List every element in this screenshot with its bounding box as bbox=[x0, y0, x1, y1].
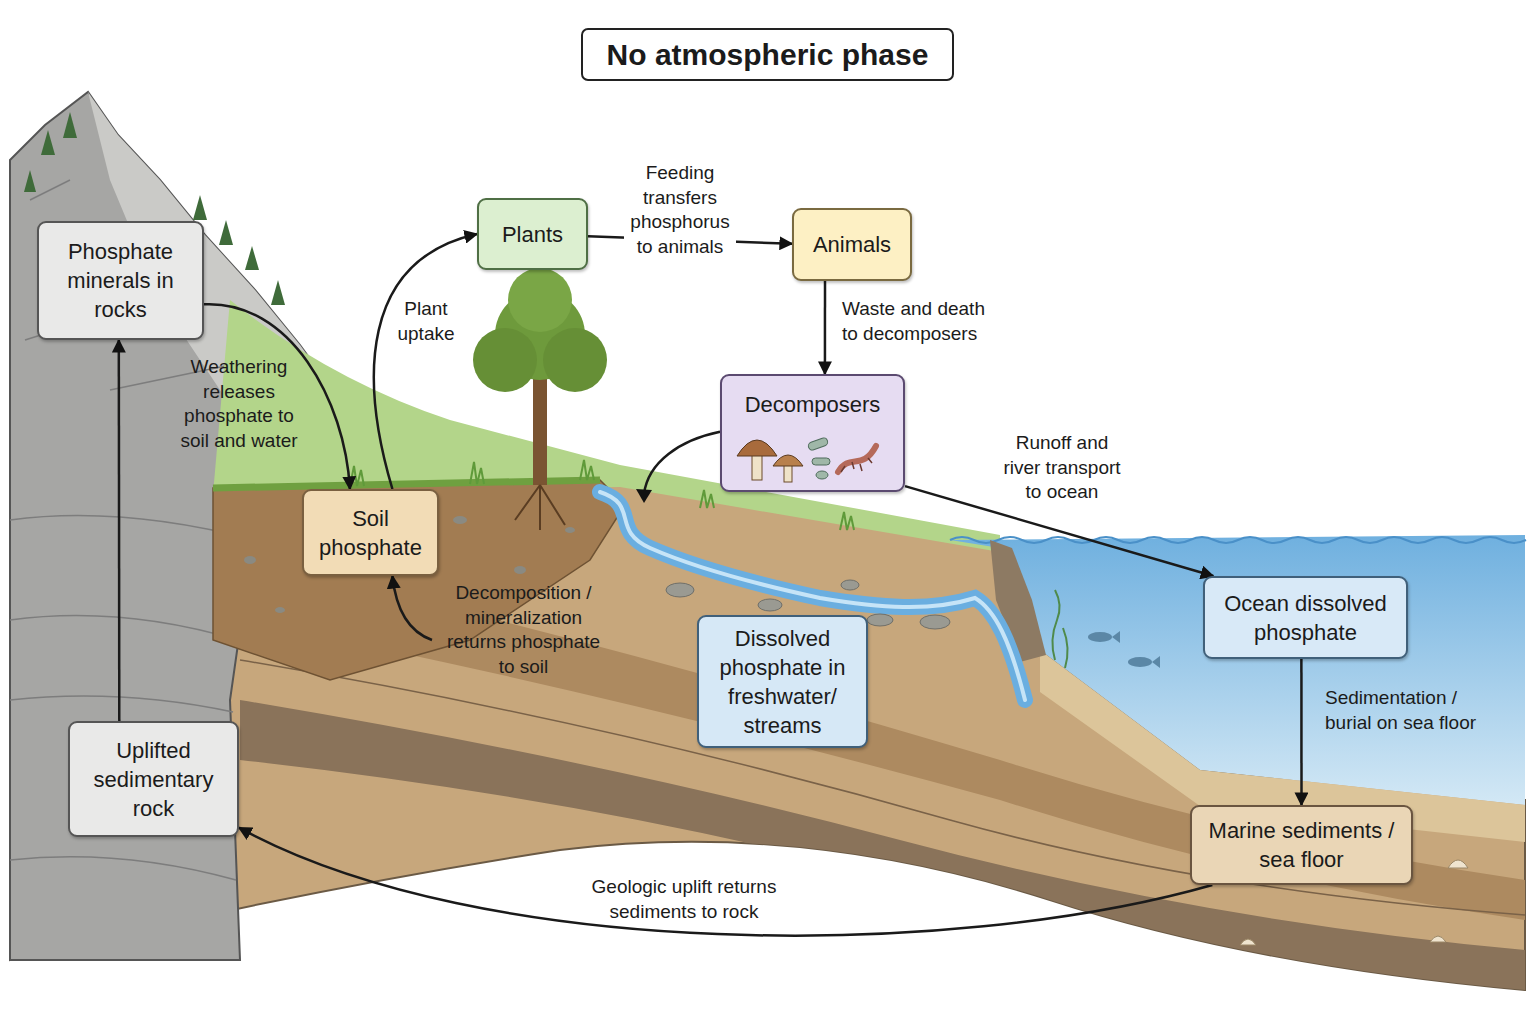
node-text: Uplifted sedimentary rock bbox=[80, 736, 227, 823]
fish-tail bbox=[1112, 631, 1120, 643]
flow-arrow bbox=[239, 828, 1212, 936]
grass-tuft bbox=[350, 466, 364, 486]
conifer bbox=[24, 170, 36, 192]
node-text: Decomposers bbox=[745, 390, 881, 419]
pebble bbox=[453, 516, 467, 524]
shell bbox=[1448, 860, 1468, 868]
node-text: Dissolved phosphate in freshwater/ strea… bbox=[709, 624, 856, 740]
conifer bbox=[245, 246, 259, 270]
ocean-box: Ocean dissolved phosphate bbox=[1203, 576, 1408, 659]
rock bbox=[666, 583, 694, 597]
rock bbox=[867, 614, 893, 626]
conifer bbox=[271, 280, 285, 305]
tree-canopy bbox=[543, 328, 607, 392]
rock-line bbox=[30, 180, 70, 200]
node-text: Phosphate minerals in rocks bbox=[49, 237, 192, 324]
fish-body bbox=[1128, 657, 1152, 667]
edge-label: Plant uptake bbox=[393, 297, 459, 346]
edge-label: Runoff and river transport to ocean bbox=[998, 431, 1126, 505]
fish-tail bbox=[1152, 656, 1160, 668]
fish bbox=[1088, 631, 1160, 668]
rock-line bbox=[10, 616, 238, 641]
node-text: Marine sediments / sea floor bbox=[1202, 816, 1401, 874]
animals-box: Animals bbox=[792, 208, 912, 281]
edge-label: Weathering releases phosphate to soil an… bbox=[172, 355, 306, 453]
shell bbox=[1240, 939, 1256, 945]
mushroom-cap bbox=[737, 440, 777, 456]
seaweed-strand bbox=[1063, 628, 1068, 668]
cliff bbox=[990, 540, 1046, 662]
arrow-head bbox=[636, 489, 652, 503]
rock bbox=[920, 615, 950, 629]
bacterium bbox=[807, 437, 829, 451]
rock-box: Phosphate minerals in rocks bbox=[37, 221, 204, 340]
seaweed-strand bbox=[1052, 590, 1059, 660]
node-text: Plants bbox=[502, 220, 563, 249]
edge-label: Feeding transfers phosphorus to animals bbox=[624, 161, 736, 259]
sediment-box: Marine sediments / sea floor bbox=[1190, 805, 1413, 885]
edge-label: Decomposition / mineralization returns p… bbox=[441, 581, 606, 679]
node-text: Ocean dissolved phosphate bbox=[1215, 589, 1396, 647]
pebble bbox=[275, 607, 285, 613]
soil-block bbox=[213, 480, 625, 680]
shell bbox=[1430, 936, 1446, 942]
tree-canopy bbox=[473, 328, 537, 392]
conifer bbox=[63, 112, 77, 138]
decomposers-box: Decomposers bbox=[720, 374, 905, 492]
freshwater-box: Dissolved phosphate in freshwater/ strea… bbox=[697, 615, 868, 748]
node-text: Soil phosphate bbox=[314, 504, 427, 562]
soil-box: Soil phosphate bbox=[302, 489, 439, 576]
flow-arrow bbox=[824, 281, 827, 374]
title-text: No atmospheric phase bbox=[607, 38, 929, 72]
grass-tuft bbox=[840, 512, 854, 530]
ocean-water bbox=[950, 535, 1525, 805]
fish-body bbox=[1088, 632, 1112, 642]
wave-line bbox=[950, 537, 1526, 543]
edge-label: Geologic uplift returns sediments to roc… bbox=[568, 875, 800, 924]
grass-tuft bbox=[580, 460, 594, 480]
rock bbox=[758, 599, 782, 611]
mushroom-stem bbox=[784, 463, 792, 482]
flow-arrow bbox=[1300, 659, 1303, 805]
node-text: Animals bbox=[813, 230, 891, 259]
grass-tuft bbox=[700, 490, 714, 508]
mushroom-stem bbox=[752, 452, 762, 480]
rock-line bbox=[10, 857, 236, 880]
grass-tuft bbox=[470, 462, 484, 484]
flow-arrow bbox=[118, 340, 121, 721]
pebble bbox=[514, 566, 526, 574]
conifer bbox=[219, 220, 233, 245]
flow-arrow bbox=[374, 234, 477, 489]
pebble bbox=[244, 556, 256, 564]
worm-legs bbox=[841, 458, 872, 472]
tree-trunk bbox=[533, 370, 547, 485]
edge-label: Waste and death to decomposers bbox=[842, 297, 1000, 346]
plants-box: Plants bbox=[477, 198, 588, 270]
conifer bbox=[193, 195, 207, 220]
tree-canopy bbox=[508, 268, 572, 332]
pebble bbox=[565, 527, 575, 533]
conifer bbox=[41, 130, 55, 155]
decomposer-icons bbox=[737, 437, 876, 482]
edge-label: Sedimentation / burial on sea floor bbox=[1325, 686, 1497, 735]
tree bbox=[473, 268, 607, 530]
rock-box: Uplifted sedimentary rock bbox=[68, 721, 239, 837]
bacterium bbox=[812, 458, 830, 465]
bacterium bbox=[816, 471, 828, 479]
worm bbox=[838, 446, 876, 472]
seaweed bbox=[1052, 590, 1067, 668]
title-box: No atmospheric phase bbox=[581, 28, 954, 81]
rock-line bbox=[10, 696, 233, 712]
tree-roots bbox=[515, 485, 565, 530]
mushroom-cap bbox=[773, 455, 803, 466]
rock bbox=[841, 580, 859, 590]
